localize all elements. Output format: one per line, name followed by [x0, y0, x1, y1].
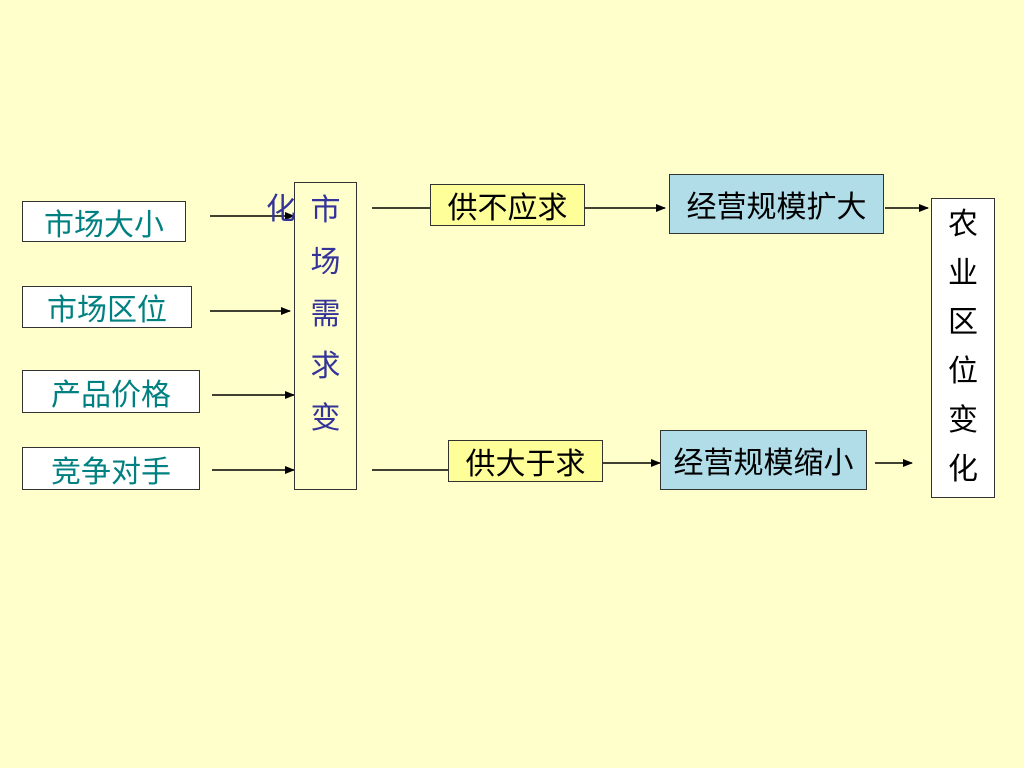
condition-supply-short: 供不应求 [430, 184, 585, 226]
outcome-scale-shrink: 经营规模缩小 [660, 430, 867, 490]
result-char: 位 [948, 354, 978, 389]
demand-overflow-char: 化 [266, 192, 296, 227]
demand-char: 场 [310, 245, 341, 280]
result-char: 农 [948, 207, 978, 242]
result-char: 区 [948, 305, 978, 340]
factor-market-size: 市场大小 [22, 201, 186, 243]
demand-char: 市 [310, 193, 341, 228]
agricultural-location-change-box: 农 业 区 位 变 化 [931, 198, 995, 498]
factor-competitors: 竞争对手 [22, 447, 200, 490]
result-char: 变 [948, 403, 978, 438]
factor-product-price: 产品价格 [22, 370, 200, 413]
condition-supply-excess: 供大于求 [448, 440, 603, 482]
demand-char: 变 [310, 401, 341, 436]
demand-char: 求 [310, 349, 341, 384]
result-char: 化 [948, 452, 978, 487]
market-demand-change-box: 市 场 需 求 变 [294, 182, 357, 490]
outcome-scale-expand: 经营规模扩大 [669, 174, 884, 234]
demand-char: 需 [310, 297, 341, 332]
result-char: 业 [948, 256, 978, 291]
factor-market-location: 市场区位 [22, 286, 192, 328]
